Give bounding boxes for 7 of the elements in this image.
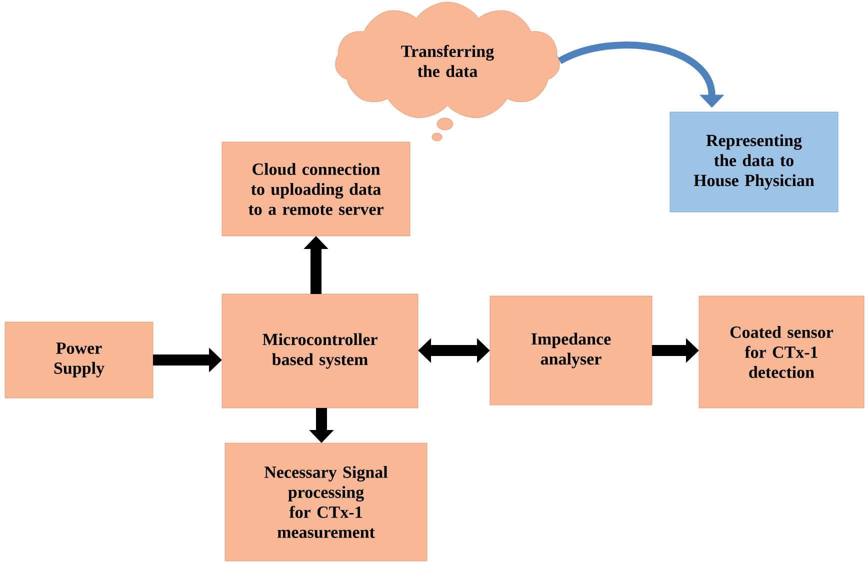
- process-box: Power Supply: [4, 322, 154, 398]
- process-box: Microcontroller based system: [222, 294, 418, 408]
- process-box: Coated sensor for CTx-1 detection: [698, 296, 864, 408]
- process-box: Necessary Signal processing for CTx-1 measurement: [224, 442, 428, 562]
- output-box: Representing the data to House Physician: [670, 112, 838, 212]
- process-box: Cloud connection to uploading data to a remote server: [222, 142, 410, 236]
- process-box: Impedance analyser: [490, 296, 652, 406]
